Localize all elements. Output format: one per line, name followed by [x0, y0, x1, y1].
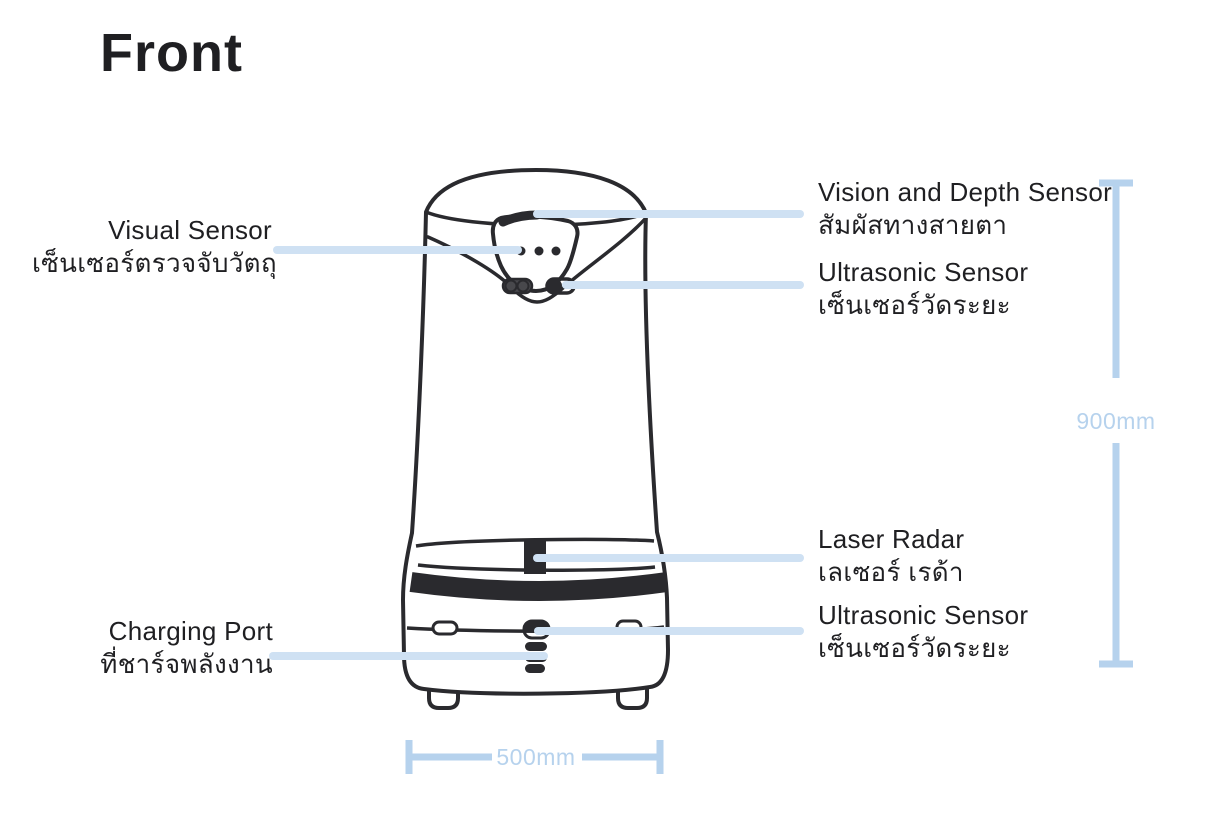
face-collar: [426, 217, 647, 304]
callout-ultrasonic-sensor-top: Ultrasonic Sensor เซ็นเซอร์วัดระยะ: [818, 256, 1028, 322]
charging-port-label-en: Charging Port: [108, 616, 273, 646]
ultrasonic-top-label-th: เซ็นเซอร์วัดระยะ: [818, 290, 1011, 320]
callout-laser-radar: Laser Radar เลเซอร์ เรด้า: [818, 523, 964, 589]
charging-port-label-th: ที่ชาร์จพลังงาน: [100, 649, 273, 679]
vision-depth-label-th: สัมผัสทางสายตา: [818, 210, 1008, 240]
dark-band: [409, 572, 669, 601]
visual-sensor-label-th: เซ็นเซอร์ตรวจจับวัตถุ: [32, 248, 277, 278]
height-dimension-line: [1099, 179, 1133, 668]
page-title: Front: [100, 23, 243, 83]
leader-lines: [269, 210, 804, 660]
vision-depth-label-en: Vision and Depth Sensor: [818, 177, 1113, 207]
ultrasonic-bottom-label-en: Ultrasonic Sensor: [818, 600, 1029, 630]
width-dimension-label: 500mm: [496, 744, 576, 770]
ultrasonic-bottom-label-th: เซ็นเซอร์วัดระยะ: [818, 633, 1011, 663]
visual-sensor-label-en: Visual Sensor: [108, 215, 272, 245]
laser-radar-label-en: Laser Radar: [818, 524, 965, 554]
visual-sensor-dots: [516, 246, 561, 256]
callout-vision-depth-sensor: Vision and Depth Sensor สัมผัสทางสายตา: [818, 176, 1112, 242]
callout-ultrasonic-sensor-bottom: Ultrasonic Sensor เซ็นเซอร์วัดระยะ: [818, 599, 1028, 665]
laser-radar-label-th: เลเซอร์ เรด้า: [818, 557, 964, 587]
robot-body-outline: [401, 168, 670, 696]
callout-charging-port: Charging Port ที่ชาร์จพลังงาน: [32, 615, 273, 681]
callout-visual-sensor: Visual Sensor เซ็นเซอร์ตรวจจับวัตถุ: [32, 214, 277, 280]
width-dimension-line: [405, 740, 664, 774]
ultrasonic-top-label-en: Ultrasonic Sensor: [818, 257, 1029, 287]
dual-lens-sensor: [501, 277, 534, 295]
height-dimension-label: 900mm: [1076, 408, 1156, 434]
